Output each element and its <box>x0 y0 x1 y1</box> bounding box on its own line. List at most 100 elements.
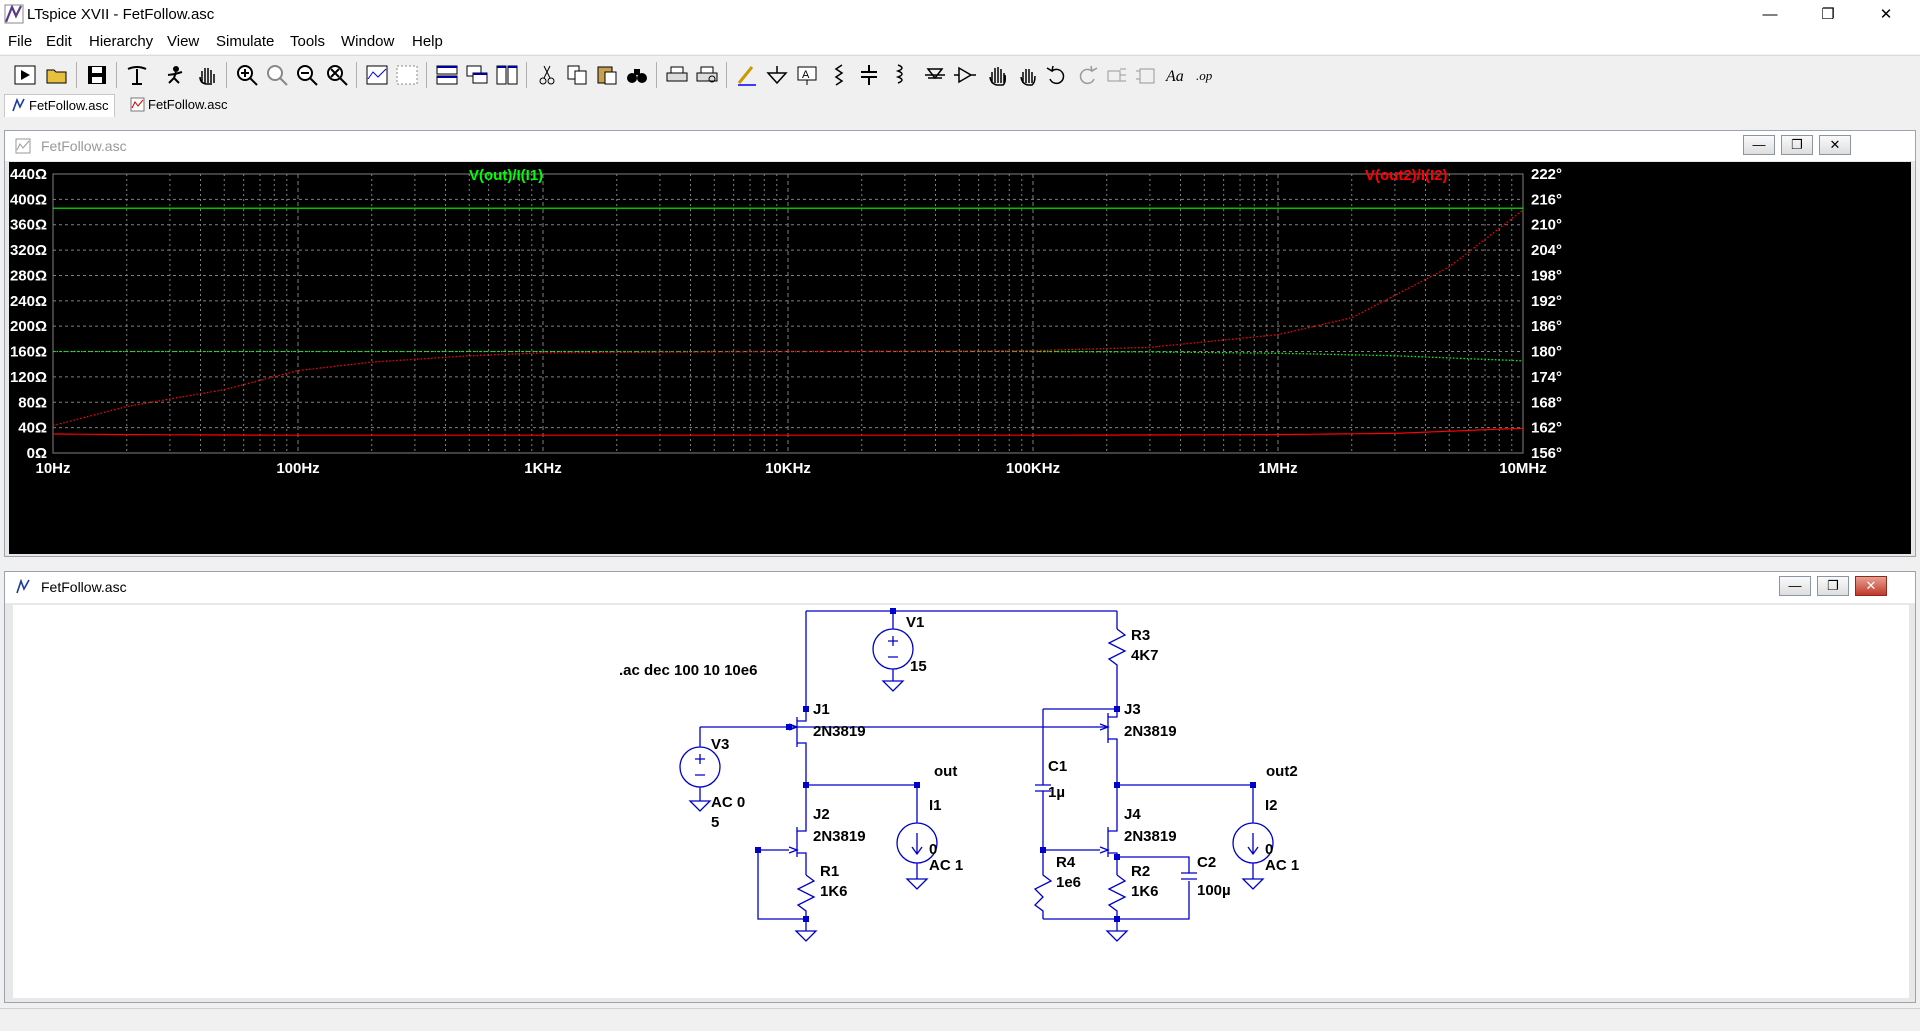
c2-value[interactable]: 100µ <box>1197 882 1231 899</box>
spice-directive-icon[interactable]: .op <box>1194 63 1220 87</box>
c2-ref[interactable]: C2 <box>1197 854 1216 871</box>
diode-icon[interactable] <box>922 63 948 87</box>
i1-value2[interactable]: AC 1 <box>929 857 963 874</box>
zoom-in-icon[interactable] <box>234 63 260 87</box>
r3-value[interactable]: 4K7 <box>1131 647 1159 664</box>
v3-value[interactable]: AC 0 <box>711 794 745 811</box>
resistor-r1-symbol[interactable] <box>796 874 816 931</box>
j3-ref[interactable]: J3 <box>1124 701 1141 718</box>
tile-horizontal-icon[interactable] <box>434 63 460 87</box>
j1-ref[interactable]: J1 <box>813 701 830 718</box>
jfet-j2-gate-arrow[interactable] <box>788 846 799 854</box>
delete-traces-icon[interactable] <box>394 63 420 87</box>
ground-symbol[interactable] <box>905 878 929 890</box>
j4-ref[interactable]: J4 <box>1124 806 1141 823</box>
j2-value[interactable]: 2N3819 <box>813 828 866 845</box>
close-button[interactable]: ✕ <box>1879 6 1893 23</box>
save-icon[interactable] <box>84 63 110 87</box>
r4-ref[interactable]: R4 <box>1056 854 1076 871</box>
paste-icon[interactable] <box>594 63 620 87</box>
minimize-button[interactable]: — <box>1762 6 1778 23</box>
i1-value[interactable]: 0 <box>929 841 937 858</box>
j3-value[interactable]: 2N3819 <box>1124 723 1177 740</box>
schematic-close-button[interactable]: ✕ <box>1855 576 1887 596</box>
text-icon[interactable]: Aa <box>1164 63 1190 87</box>
wire[interactable] <box>1043 881 1190 920</box>
wire[interactable] <box>1117 856 1190 873</box>
ground-symbol[interactable] <box>1105 930 1129 942</box>
ground-symbol[interactable] <box>688 800 712 812</box>
zoom-full-icon[interactable] <box>264 63 290 87</box>
rotate-icon[interactable] <box>1104 63 1130 87</box>
menu-hierarchy[interactable]: Hierarchy <box>89 33 154 50</box>
open-icon[interactable] <box>44 63 70 87</box>
mirror-icon[interactable] <box>1134 63 1160 87</box>
wire-icon[interactable] <box>734 63 760 87</box>
r2-ref[interactable]: R2 <box>1131 863 1150 880</box>
ground-symbol[interactable] <box>1241 878 1265 890</box>
autorange-icon[interactable] <box>364 63 390 87</box>
plot-restore-button[interactable]: ❐ <box>1781 135 1813 155</box>
resistor-r3-symbol[interactable] <box>1107 628 1127 709</box>
restore-button[interactable]: ❐ <box>1821 6 1835 23</box>
plot-minimize-button[interactable]: — <box>1743 135 1775 155</box>
print-preview-icon[interactable] <box>694 63 720 87</box>
menu-help[interactable]: Help <box>412 33 443 50</box>
inductor-icon[interactable] <box>888 63 914 87</box>
label-net-icon[interactable]: A <box>794 63 820 87</box>
cut-icon[interactable] <box>534 63 560 87</box>
voltage-source-v1-symbol[interactable] <box>872 628 914 670</box>
tile-vertical-icon[interactable] <box>494 63 520 87</box>
i1-ref[interactable]: I1 <box>929 797 942 814</box>
i2-value2[interactable]: AC 1 <box>1265 857 1299 874</box>
menu-simulate[interactable]: Simulate <box>216 33 275 50</box>
menu-window[interactable]: Window <box>341 33 395 50</box>
undo-icon[interactable] <box>1044 63 1070 87</box>
resistor-r4-symbol[interactable] <box>1033 850 1053 919</box>
trace1-label[interactable]: V(out)/I(I1) <box>469 167 543 184</box>
capacitor-icon[interactable] <box>856 63 882 87</box>
jfet-j2-symbol[interactable] <box>796 823 807 875</box>
voltage-source-v3-symbol[interactable] <box>679 746 721 788</box>
wire[interactable] <box>757 850 806 920</box>
print-icon[interactable] <box>664 63 690 87</box>
halt-icon[interactable] <box>162 63 188 87</box>
net-label-out[interactable]: out <box>934 763 957 780</box>
r2-value[interactable]: 1K6 <box>1131 883 1159 900</box>
find-icon[interactable] <box>624 63 650 87</box>
current-source-i2-arrow[interactable] <box>1247 833 1259 856</box>
menu-view[interactable]: View <box>167 33 200 50</box>
j1-value[interactable]: 2N3819 <box>813 723 866 740</box>
schematic-canvas[interactable]: .ac dec 100 10 10e6 V1 15 V3 AC 0 5 J1 2… <box>13 605 1909 998</box>
tab-waveform[interactable]: FetFollow.asc <box>124 94 233 116</box>
r3-ref[interactable]: R3 <box>1131 627 1150 644</box>
ground-symbol[interactable] <box>881 680 905 692</box>
menu-edit[interactable]: Edit <box>46 33 72 50</box>
resistor-r2-symbol[interactable] <box>1107 874 1127 931</box>
c1-value[interactable]: 1µ <box>1048 784 1065 801</box>
i2-value[interactable]: 0 <box>1265 841 1273 858</box>
redo-icon[interactable] <box>1074 63 1100 87</box>
j4-value[interactable]: 2N3819 <box>1124 828 1177 845</box>
jfet-j1-symbol[interactable] <box>796 709 807 785</box>
schematic-restore-button[interactable]: ❐ <box>1817 576 1849 596</box>
current-source-i1-arrow[interactable] <box>911 833 923 856</box>
copy-icon[interactable] <box>564 63 590 87</box>
menu-file[interactable]: File <box>8 33 33 50</box>
trace2-label[interactable]: V(out2)/I(I2) <box>1365 167 1448 184</box>
plot-close-button[interactable]: ✕ <box>1819 135 1851 155</box>
j2-ref[interactable]: J2 <box>813 806 830 823</box>
run-icon[interactable] <box>12 63 38 87</box>
jfet-j3-gate-arrow[interactable] <box>1099 723 1110 731</box>
zoom-cancel-icon[interactable] <box>324 63 350 87</box>
menu-tools[interactable]: Tools <box>290 33 326 50</box>
v1-value[interactable]: 15 <box>910 658 927 675</box>
spice-directive[interactable]: .ac dec 100 10 10e6 <box>619 662 757 679</box>
resistor-icon[interactable] <box>826 63 852 87</box>
cascade-icon[interactable] <box>464 63 490 87</box>
zoom-out-icon[interactable] <box>294 63 320 87</box>
ground-icon[interactable] <box>764 63 790 87</box>
tab-schematic[interactable]: FetFollow.asc <box>4 94 116 117</box>
v3-ref[interactable]: V3 <box>711 736 729 753</box>
pan-icon[interactable] <box>194 63 220 87</box>
